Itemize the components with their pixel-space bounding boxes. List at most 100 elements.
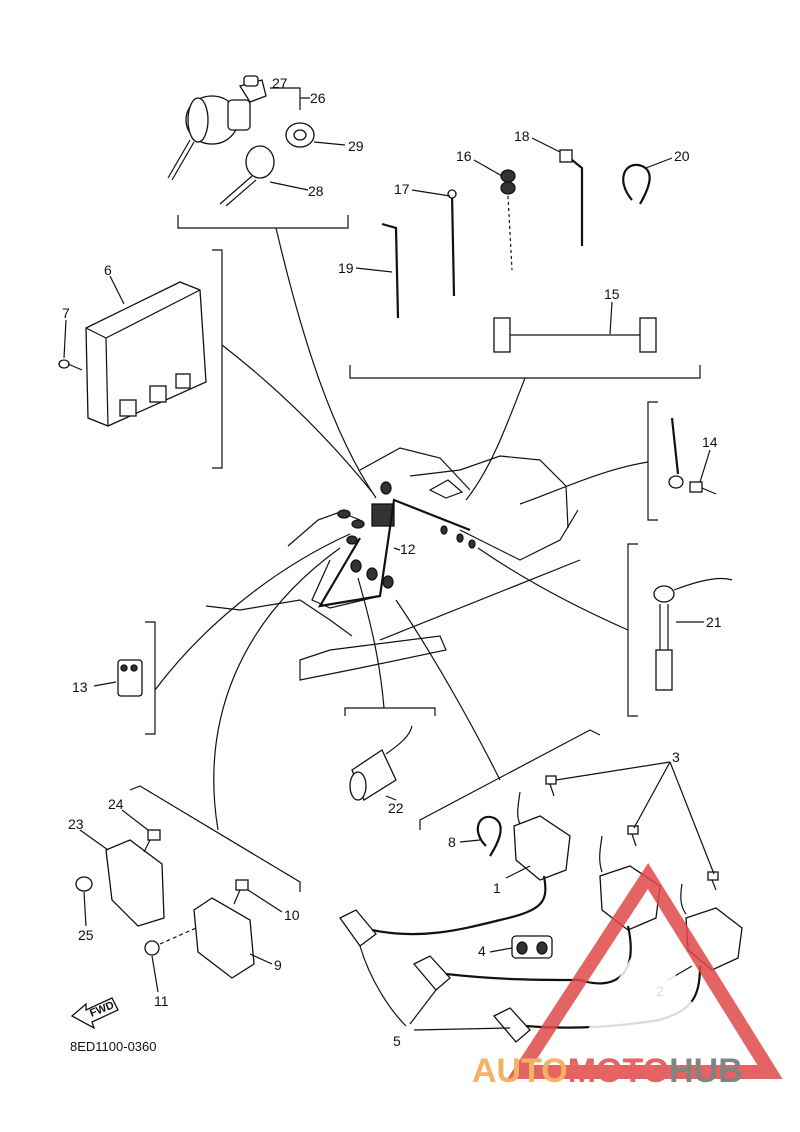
watermark-triangle	[507, 862, 783, 1079]
leader-15	[609, 301, 613, 335]
route-condenser	[357, 577, 385, 709]
callout-29: 29	[348, 138, 364, 154]
leader-1	[505, 865, 531, 879]
leader-17	[411, 189, 451, 197]
callout-6: 6	[104, 262, 112, 278]
leader-16	[473, 159, 503, 177]
callout-17: 17	[394, 181, 410, 197]
bolt-7	[58, 359, 83, 371]
bolt-24	[143, 829, 161, 853]
regulator-9	[193, 897, 255, 979]
leader-23	[79, 829, 109, 851]
watermark-moto: MOTO	[568, 1052, 669, 1090]
cable-tie-17	[447, 189, 457, 297]
holder-15	[493, 317, 657, 353]
route-ground	[519, 461, 649, 505]
leader-7	[63, 319, 67, 359]
leader-26-27	[270, 87, 310, 110]
rectifier-regulator-23	[105, 839, 165, 927]
ignition-coil-1	[499, 791, 571, 922]
cable-tie-19	[381, 222, 400, 319]
vehicle-frame	[205, 447, 581, 681]
leader-13	[93, 681, 117, 687]
leader-3	[555, 761, 715, 875]
watermark-logo: AUTOMOTOHUB	[472, 862, 783, 1090]
route-relay	[154, 533, 351, 691]
leader-12	[393, 547, 401, 551]
route-cdi	[221, 344, 373, 493]
callout-12: 12	[400, 541, 416, 557]
route-ties	[465, 377, 526, 501]
leader-6	[109, 275, 125, 305]
fwd-arrow: FWD	[70, 997, 119, 1030]
callout-24: 24	[108, 796, 124, 812]
leader-8	[459, 839, 481, 843]
route-sensor	[477, 547, 629, 631]
ignition-switch	[167, 95, 251, 181]
route-coils	[395, 599, 501, 781]
wire-harness-12	[317, 481, 476, 608]
clamp-16	[500, 169, 516, 271]
nut-11	[144, 940, 160, 956]
callout-5: 5	[393, 1033, 401, 1049]
bracket-relay-group	[145, 621, 156, 735]
sensor-21	[653, 577, 733, 691]
condenser-22	[349, 725, 413, 801]
callout-27: 27	[272, 75, 288, 91]
ignition-key	[238, 75, 267, 103]
leader-22	[385, 795, 397, 801]
diagram-code: 8ED1100-0360	[70, 1039, 157, 1054]
bracket-ignition-group	[177, 215, 349, 229]
callout-7: 7	[62, 305, 70, 321]
watermark-text: AUTOMOTOHUB	[472, 1052, 743, 1090]
leader-18	[531, 137, 561, 153]
leader-24	[121, 809, 149, 831]
ground-lead	[668, 417, 684, 489]
callout-11: 11	[154, 993, 169, 1009]
bolt-10	[233, 879, 249, 905]
bracket-ties-group	[349, 365, 701, 379]
route-ignition	[275, 227, 377, 499]
leader-10	[247, 889, 283, 913]
clip-8	[476, 815, 502, 857]
leader-19	[355, 267, 393, 273]
callout-9: 9	[274, 957, 282, 973]
callout-15: 15	[604, 286, 620, 302]
callout-25: 25	[78, 927, 94, 943]
switch-cover	[219, 145, 275, 207]
leader-11	[151, 955, 159, 993]
leader-28	[269, 181, 309, 191]
bracket-condenser-group	[344, 707, 436, 716]
switch-nut	[285, 122, 315, 148]
dash-11	[159, 927, 197, 945]
cdi-unit	[85, 281, 207, 427]
callout-28: 28	[308, 183, 324, 199]
callout-8: 8	[448, 834, 456, 850]
callout-19: 19	[338, 260, 354, 276]
leader-29	[313, 141, 346, 146]
watermark-hub: HUB	[669, 1052, 743, 1090]
bracket-regulator-group	[129, 785, 301, 892]
callout-1: 1	[493, 880, 501, 896]
leader-20	[645, 157, 673, 169]
cable-tie-18	[559, 149, 584, 246]
bracket-coil-group	[419, 729, 601, 830]
watermark-auto: AUTO	[472, 1052, 568, 1090]
bracket-sensor-group	[627, 543, 638, 717]
route-regulator	[213, 547, 341, 831]
callout-16: 16	[456, 148, 472, 164]
callout-21: 21	[706, 614, 722, 630]
relay-13	[117, 659, 143, 697]
callout-18: 18	[514, 128, 530, 144]
leader-9	[249, 953, 273, 965]
callout-22: 22	[388, 800, 404, 816]
holder-4	[511, 935, 553, 959]
bracket-cdi-group	[212, 249, 223, 469]
callout-14: 14	[702, 434, 718, 450]
leader-14	[699, 449, 711, 483]
leader-25	[83, 891, 87, 927]
bracket-ground-group	[647, 401, 658, 521]
callout-23: 23	[68, 816, 84, 832]
